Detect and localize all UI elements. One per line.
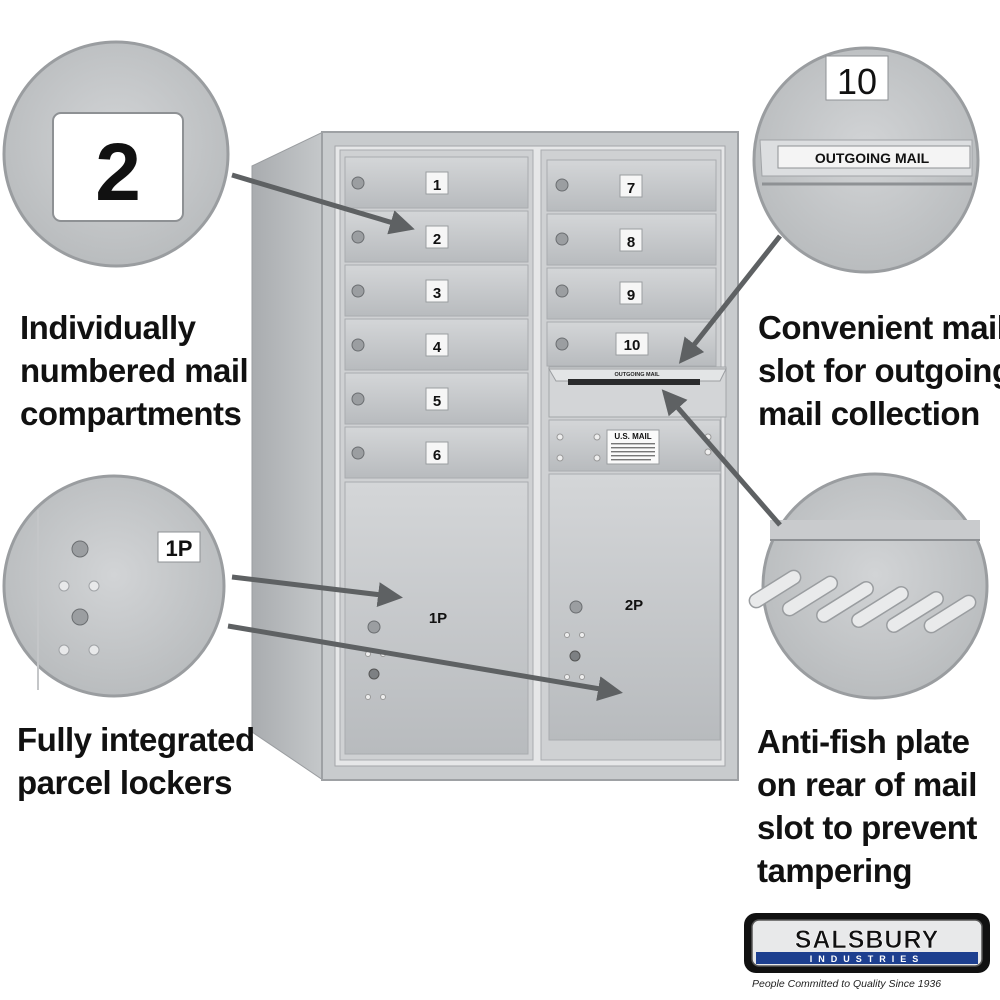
usmail-master-door: U.S. MAIL <box>548 419 721 472</box>
caption-numbered-compartments: Individually numbered mail compartments <box>20 306 249 435</box>
outgoing-slot-label: OUTGOING MAIL <box>615 372 661 378</box>
callout-numbered-door: 2 <box>2 40 230 268</box>
door-4 <box>344 318 529 371</box>
callout-parcel-label: 1P <box>166 536 193 561</box>
caption-parcel-lockers: Fully integrated parcel lockers <box>17 718 255 804</box>
antifish-slots <box>748 569 977 634</box>
door-label-7: 7 <box>627 180 635 197</box>
caption-line: slot to prevent <box>757 809 977 846</box>
door-label-1: 1 <box>433 177 441 194</box>
callout-outgoing-slot: 10 OUTGOING MAIL <box>752 46 980 274</box>
caption-outgoing-slot: Convenient mail slot for outgoing mail c… <box>758 306 1000 435</box>
outgoing-mail-slot: OUTGOING MAIL <box>548 366 727 418</box>
caption-line: compartments <box>20 395 242 432</box>
door-9 <box>546 267 717 320</box>
door-7 <box>546 159 717 212</box>
arrow-to-outgoing-slot <box>678 234 782 364</box>
parcel-label-2p: 2P <box>625 597 643 614</box>
door-8 <box>546 213 717 266</box>
callout-number-10: 10 <box>837 61 877 102</box>
callout-arrows <box>227 172 782 701</box>
parcel-locker-1p: 1P <box>344 481 529 755</box>
mailbox-side-panel <box>251 131 324 781</box>
caption-line: numbered mail <box>20 352 249 389</box>
door-label-6: 6 <box>433 447 441 464</box>
door-5 <box>344 372 529 425</box>
brand-tagline: People Committed to Quality Since 1936 <box>752 978 942 990</box>
door-10 <box>546 321 717 367</box>
caption-line: Convenient mail <box>758 309 1000 346</box>
brand-name: SALSBURY <box>795 926 940 954</box>
door-1 <box>344 156 529 209</box>
arrow-to-door-2 <box>231 172 415 235</box>
arrow-to-antifish <box>661 389 782 527</box>
caption-line: Individually <box>20 309 196 346</box>
parcel-locker-2p: 2P <box>548 473 721 741</box>
caption-line: mail collection <box>758 395 980 432</box>
brand-sub: INDUSTRIES <box>810 954 925 964</box>
callout-outgoing-label: OUTGOING MAIL <box>815 150 930 166</box>
caption-line: Fully integrated <box>17 721 255 758</box>
caption-line: tampering <box>757 852 913 889</box>
caption-line: slot for outgoing <box>758 352 1000 389</box>
door-label-5: 5 <box>433 393 441 410</box>
caption-antifish-plate: Anti-fish plate on rear of mail slot to … <box>757 720 977 892</box>
caption-line: parcel lockers <box>17 764 232 801</box>
compartment-doors: 1 2 3 4 5 6 7 8 9 10 OUTGOING MAIL U.S. … <box>344 156 727 755</box>
callout-antifish-plate <box>748 472 989 700</box>
door-label-2: 2 <box>433 231 441 248</box>
door-6 <box>344 426 529 479</box>
callout-number-2: 2 <box>95 127 141 218</box>
caption-line: on rear of mail <box>757 766 977 803</box>
door-3 <box>344 264 529 317</box>
door-label-4: 4 <box>433 339 442 356</box>
parcel-label-1p: 1P <box>429 610 447 627</box>
callout-parcel-door: 1P <box>2 474 226 698</box>
caption-line: Anti-fish plate <box>757 723 970 760</box>
door-label-3: 3 <box>433 285 441 302</box>
door-label-9: 9 <box>627 287 635 304</box>
salsbury-logo: SALSBURY INDUSTRIES <box>744 913 990 973</box>
usmail-label: U.S. MAIL <box>614 432 651 441</box>
arrow-to-parcel-1p <box>231 574 403 608</box>
arrow-to-parcel-2p <box>227 623 623 701</box>
door-label-8: 8 <box>627 234 635 251</box>
door-label-10: 10 <box>624 337 641 354</box>
